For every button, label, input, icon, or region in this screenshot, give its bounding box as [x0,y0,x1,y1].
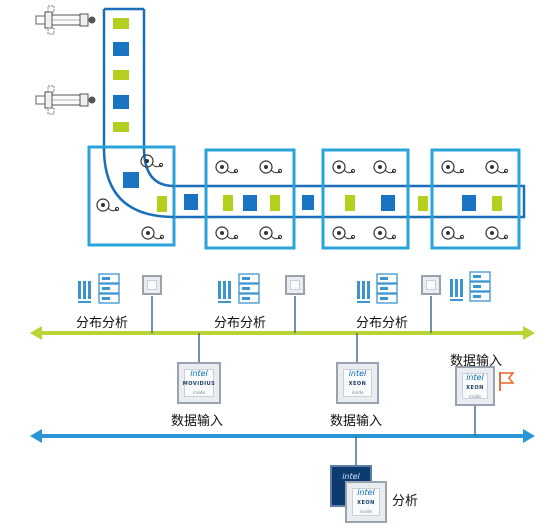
server-rack-icon [450,279,463,301]
chip-intel-logo: intel [342,472,360,481]
robot-arm-icon-bottom [35,85,96,115]
package-blue [113,95,129,109]
chip-inside-label: inside [193,390,205,395]
server-rack-icon [78,281,91,303]
server-rack-icon [357,281,370,303]
server-icon [376,273,398,304]
arrowhead-right-icon [523,326,535,340]
chip-intel-logo: intel [466,373,484,382]
chip-brand-label: XEON [357,500,375,506]
reel-icon [332,160,356,174]
package-blue [243,195,257,211]
chip-intel-logo: intel [348,369,367,378]
reel-icon [485,160,509,174]
label-distributed-analysis: 分布分析 [214,316,267,331]
chip-inside-label: inside [469,394,481,399]
chip-brand-label: XEON [466,385,484,391]
intel-xeon-chip: intel XEON inside [455,366,495,406]
package-lime [270,195,280,211]
server-rack-icon [218,281,231,303]
conveyor-curve-outer [142,147,175,188]
label-distributed-analysis: 分布分析 [76,316,129,331]
package-lime [113,18,129,29]
server-icon [238,273,260,304]
reel-icon [332,226,356,240]
arrowhead-right-icon [523,429,535,443]
label-distributed-analysis: 分布分析 [356,316,409,331]
package-blue [123,172,139,188]
label-analysis: 分析 [392,494,419,509]
reel-icon [141,226,165,240]
package-lime [492,196,502,211]
reel-icon [373,226,397,240]
processor-chip-icon [421,275,441,295]
horizontal-conveyor [174,184,526,219]
label-data-input: 数据输入 [330,414,383,429]
chip-brand-label: MOVIDIUS [182,381,216,387]
intel-xeon-chip: intel XEON inside [345,481,387,523]
reel-icon [373,160,397,174]
processor-chip-icon [285,275,305,295]
package-lime [418,196,428,211]
station-corner-frame [87,145,176,247]
reel-icon [441,226,465,240]
processor-chip-icon [142,275,162,295]
vertical-conveyor [102,7,146,148]
chip-inside-label: inside [360,509,372,514]
package-lime [113,122,129,132]
station-frame-2 [204,148,296,250]
reel-icon [259,160,283,174]
intel-xeon-chip: intel XEON inside [336,362,379,404]
reel-icon [485,226,509,240]
intel-movidius-chip: intel MOVIDIUS inside [177,362,221,404]
chip-intel-logo: intel [190,369,208,378]
arrowhead-left-icon [30,429,42,443]
reel-icon [441,160,465,174]
reel-icon [215,226,239,240]
package-blue [302,195,314,210]
station-frame-3 [321,148,410,250]
package-blue [462,195,476,211]
server-icon [469,271,491,302]
package-lime [113,70,129,80]
station-frame-4 [430,148,521,250]
label-data-input: 数据输入 [171,414,224,429]
chip-brand-label: XEON [348,381,367,387]
chip-intel-logo: intel [357,488,375,497]
package-lime [223,195,233,211]
label-data-input: 数据输入 [450,354,503,369]
chip-inside-label: inside [351,390,364,395]
package-blue [184,194,198,210]
package-lime [345,195,355,211]
conveyor-curve-inner [102,147,175,219]
flag-icon [499,372,515,384]
arrowhead-left-icon [30,326,42,340]
package-blue [113,42,129,56]
robot-arm-icon-top [35,5,96,35]
reel-icon [259,226,283,240]
package-lime [157,196,167,212]
reel-icon [215,160,239,174]
reel-icon [96,198,120,212]
server-icon [98,273,120,304]
package-blue [381,195,395,211]
